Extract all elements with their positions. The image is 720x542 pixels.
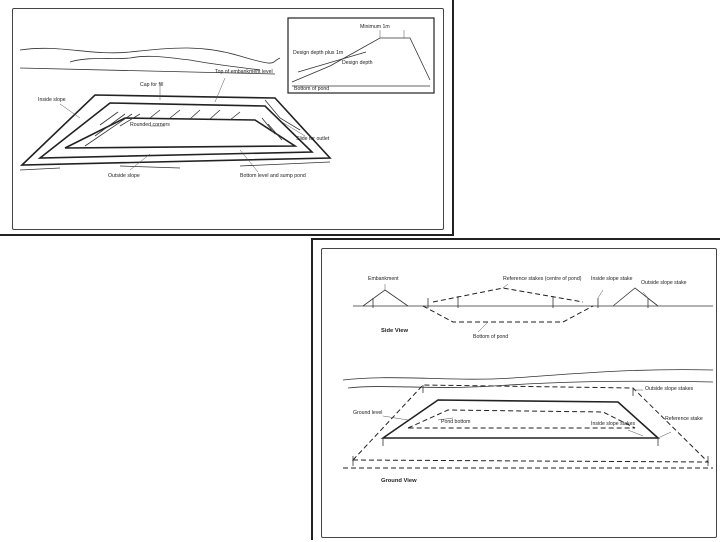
inset-label-design-depth: Design depth <box>342 60 373 66</box>
label-slide-outlet: Slide for outlet <box>296 136 330 142</box>
pond-bottom-outline <box>64 117 298 149</box>
outlet-slide <box>264 99 301 131</box>
side-embankment-right <box>612 287 659 307</box>
foreground-ground <box>19 161 331 171</box>
side-label-outside-stake: Outside slope stake <box>641 280 687 286</box>
ground-label-reference-stake: Reference stake <box>665 416 703 422</box>
side-reference-line <box>432 287 584 303</box>
ground-view-stakes <box>352 385 709 466</box>
inset-label-minimum: Minimum 1m <box>360 24 390 30</box>
side-stakes <box>372 296 649 308</box>
side-label-reference-stakes: Reference stakes (centre of pond) <box>503 276 582 282</box>
inset-box <box>287 17 435 94</box>
ground-view-inner-rect <box>380 399 661 439</box>
ground-view-outer-rect <box>351 384 710 463</box>
inset-label-design-depth-plus: Design depth plus 1m <box>293 50 343 56</box>
side-view-title: Side View <box>381 328 408 334</box>
bottom-diagram-frame <box>321 248 717 538</box>
inset-water-line <box>297 51 367 73</box>
inside-slope-hatching <box>84 109 283 147</box>
side-label-bottom-pond: Bottom of pond <box>473 334 508 340</box>
ground-view-title: Ground View <box>381 478 417 484</box>
ground-label-outside-stakes: Outside slope stakes <box>645 386 694 392</box>
ground-label-inside-stakes: Inside slope stakes <box>591 421 636 427</box>
ground-label-pond-bottom: Pond bottom <box>441 419 470 425</box>
label-cap-fill: Cap for fill <box>140 82 163 88</box>
side-label-embankment: Embankment <box>368 276 399 282</box>
horizon-line <box>19 47 281 64</box>
pond-staking-diagram: Embankment Reference stakes (centre of p… <box>342 276 714 484</box>
label-bottom-level: Bottom level and sump pond <box>240 173 306 179</box>
pond-embankment-diagram: Cap for fill Top of embankment level Ins… <box>19 17 435 179</box>
ground-line <box>19 67 276 75</box>
side-pond-profile <box>422 305 594 323</box>
ground-label-ground-level: Ground level <box>353 410 382 416</box>
label-top-embankment: Top of embankment level <box>215 69 273 75</box>
side-label-inside-stake: Inside slope stake <box>591 276 633 282</box>
bottom-diagram-panel: Embankment Reference stakes (centre of p… <box>311 238 720 540</box>
label-rounded-corners: Rounded corners <box>130 122 170 128</box>
side-embankment-left <box>362 289 409 307</box>
top-diagram-panel: Cap for fill Top of embankment level Ins… <box>0 0 454 236</box>
distant-hills <box>69 55 261 71</box>
inset-label-bottom-pond: Bottom of pond <box>294 86 329 92</box>
label-outside-slope: Outside slope <box>108 173 140 179</box>
embankment-top <box>37 102 314 159</box>
label-inside-slope: Inside slope <box>38 97 66 103</box>
embankment-outer <box>19 94 332 166</box>
ground-view-horizon <box>342 369 714 381</box>
top-diagram-frame <box>12 8 444 230</box>
